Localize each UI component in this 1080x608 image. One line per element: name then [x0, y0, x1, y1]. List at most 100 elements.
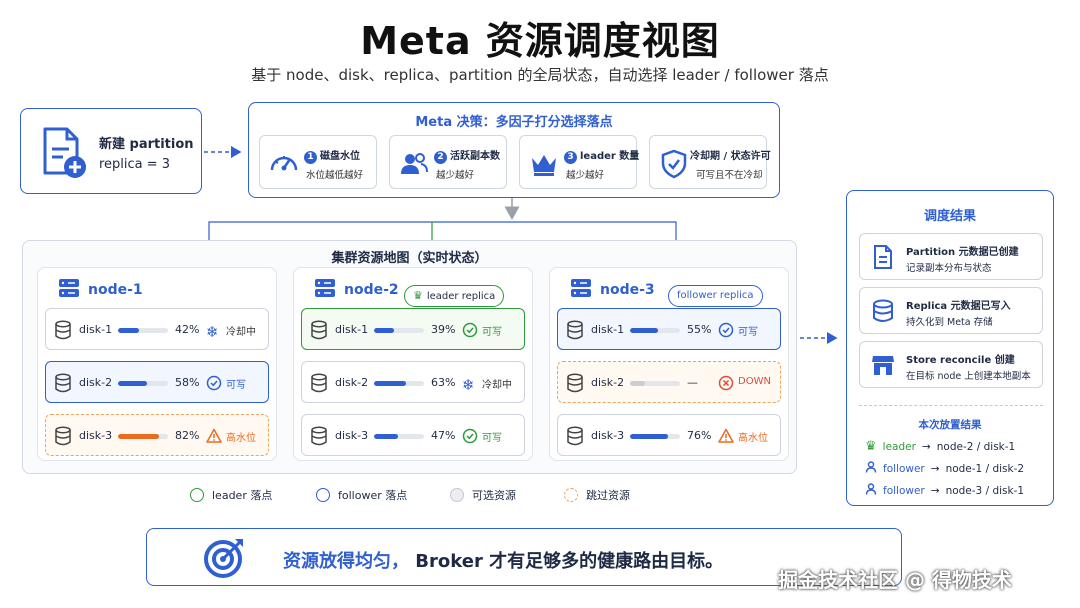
node-name: node-3 — [600, 282, 655, 298]
factor-card: 冷却期 / 状态许可可写且不在冷却 — [649, 135, 771, 189]
snowflake-icon: ❄ — [206, 323, 219, 341]
usage-bar — [118, 434, 168, 439]
replica-count: replica = 3 — [99, 157, 171, 172]
placement-target: node-2 / disk-1 — [936, 440, 1016, 453]
factor-title-text: leader 数量 — [580, 151, 640, 162]
usage-bar-fill — [118, 328, 139, 333]
usage-bar-fill — [374, 328, 394, 333]
new-document-icon — [43, 127, 86, 178]
disk-name: disk-2 — [591, 376, 625, 389]
gauge-icon — [268, 148, 300, 184]
node-header: node-2 — [314, 278, 399, 302]
legend-label: 可选资源 — [472, 489, 516, 502]
legend-item: 可选资源 — [450, 487, 516, 503]
check-circle-icon — [206, 375, 222, 395]
disk-icon — [566, 320, 584, 344]
shield-check-icon — [658, 148, 690, 184]
usage-bar-fill — [630, 328, 658, 333]
disk-status: 可写 — [482, 327, 502, 338]
usage-percent: 39% — [431, 323, 456, 336]
usage-percent: 47% — [431, 429, 456, 442]
disk-icon — [54, 426, 72, 450]
disk-icon — [310, 373, 328, 397]
usage-bar — [118, 328, 168, 333]
new-partition-card: 新建 partition replica = 3 — [20, 108, 202, 194]
node-header: node-1 — [58, 278, 143, 302]
disk-icon — [310, 426, 328, 450]
placement-row: ♛leader→node-2 / disk-1 — [865, 439, 1015, 454]
leader-replica-tag: ♛leader replica — [404, 285, 505, 307]
usage-percent: — — [687, 376, 698, 389]
usage-bar — [630, 381, 680, 386]
legend-item: 跳过资源 — [564, 487, 630, 503]
disk-name: disk-2 — [335, 376, 369, 389]
factor-number: 1 — [304, 151, 317, 164]
banner-rest: Broker 才有足够多的健康路由目标。 — [415, 551, 724, 572]
banner-highlight: 资源放得均匀， — [283, 551, 409, 572]
disk-status: 冷却中 — [226, 327, 256, 338]
usage-bar — [374, 381, 424, 386]
warning-icon — [206, 428, 222, 448]
placement-row: follower→node-3 / disk-1 — [865, 483, 1024, 498]
disk-name: disk-1 — [79, 323, 113, 336]
usage-bar — [374, 434, 424, 439]
snowflake-icon: ❄ — [462, 376, 475, 394]
disk-name: disk-3 — [79, 429, 113, 442]
check-circle-icon — [718, 322, 734, 342]
document-icon — [870, 244, 896, 274]
x-circle-icon — [718, 375, 734, 395]
placement-row: follower→node-1 / disk-2 — [865, 461, 1024, 476]
placement-target: node-3 / disk-1 — [945, 484, 1025, 497]
legend-item: follower 落点 — [316, 487, 407, 503]
disk-row: disk-2 — DOWN — [557, 361, 781, 403]
disk-icon — [566, 426, 584, 450]
factor-number: 3 — [564, 151, 577, 164]
target-icon — [204, 539, 243, 578]
legend-label: 跳过资源 — [586, 489, 630, 502]
disk-icon — [54, 320, 72, 344]
user-icon — [865, 461, 877, 476]
placement-role: follower — [883, 462, 925, 475]
factor-desc: 越少越好 — [566, 170, 605, 181]
disk-status: 可写 — [482, 433, 502, 444]
cluster-title: 集群资源地图（实时状态） — [331, 251, 488, 266]
legend-swatch — [316, 488, 330, 502]
placement-role: leader — [882, 440, 916, 453]
disk-name: disk-1 — [591, 323, 625, 336]
users-icon — [398, 148, 430, 184]
crown-icon — [528, 148, 560, 184]
usage-percent: 42% — [175, 323, 200, 336]
node-name: node-2 — [344, 282, 399, 298]
disk-name: disk-2 — [79, 376, 113, 389]
disk-status: DOWN — [738, 376, 771, 387]
check-circle-icon — [462, 322, 478, 342]
placement-role: follower — [883, 484, 925, 497]
disk-name: disk-3 — [591, 429, 625, 442]
arrow-right-icon: → — [930, 462, 940, 475]
disk-status: 冷却中 — [482, 380, 512, 391]
result-item-desc: 记录副本分布与状态 — [906, 263, 992, 274]
result-item-title: Replica 元数据已写入 — [906, 301, 1011, 312]
usage-bar-fill — [118, 434, 159, 439]
disk-name: disk-3 — [335, 429, 369, 442]
usage-percent: 76% — [687, 429, 712, 442]
factor-desc: 越少越好 — [436, 170, 475, 181]
usage-bar-fill — [630, 434, 668, 439]
legend-swatch — [564, 488, 578, 502]
legend-label: follower 落点 — [338, 489, 408, 502]
summary-banner: 资源放得均匀， Broker 才有足够多的健康路由目标。 — [146, 528, 902, 586]
usage-bar-fill — [118, 381, 147, 386]
disk-icon — [566, 373, 584, 397]
usage-percent: 55% — [687, 323, 712, 336]
